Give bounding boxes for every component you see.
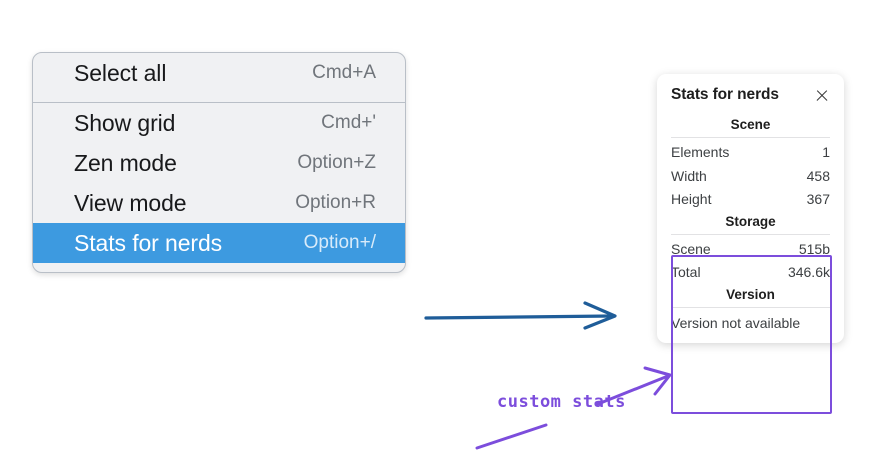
stat-key: Elements: [671, 144, 730, 160]
menu-item-label: Stats for nerds: [74, 229, 223, 256]
stats-for-nerds-panel: Stats for nerds Scene Elements 1 Width 4…: [657, 74, 844, 343]
section-divider: [671, 233, 830, 235]
stats-section-storage: Storage Scene 515b Total 346.6k: [671, 212, 830, 285]
menu-group-1: Select all Cmd+A: [33, 53, 405, 93]
menu-item-label: Zen mode: [74, 149, 177, 176]
stats-panel-header: Stats for nerds: [671, 86, 830, 104]
menu-item-zen-mode[interactable]: Zen mode Option+Z: [33, 143, 405, 183]
stat-value: 515b: [798, 240, 830, 257]
stat-row: Width 458: [671, 165, 830, 189]
stat-row: Scene 515b: [671, 238, 830, 262]
stat-value: 1: [822, 144, 830, 160]
menu-item-label: View mode: [74, 189, 187, 216]
section-title: Scene: [730, 117, 771, 132]
menu-item-shortcut: Option+/: [303, 232, 376, 253]
close-icon[interactable]: [814, 87, 830, 103]
stat-value: 458: [806, 167, 830, 184]
menu-item-shortcut: Cmd+A: [312, 62, 376, 83]
menu-item-label: Select all: [74, 59, 167, 86]
stat-row: Height 367: [671, 188, 830, 212]
stat-value: 367: [806, 191, 830, 207]
stats-panel-title: Stats for nerds: [671, 86, 779, 103]
menu-item-shortcut: Option+Z: [297, 152, 376, 173]
section-divider: [671, 306, 830, 308]
stat-row: Elements 1: [671, 141, 830, 165]
stat-key: Width: [671, 167, 707, 184]
stat-key: Total: [671, 264, 701, 280]
stat-key: Scene: [671, 240, 711, 257]
menu-item-select-all[interactable]: Select all Cmd+A: [33, 53, 405, 93]
stat-value: 346.6k: [787, 264, 830, 280]
section-title: Version: [726, 286, 775, 302]
version-note: Version not available: [671, 314, 801, 331]
menu-item-show-grid[interactable]: Show grid Cmd+': [33, 103, 405, 143]
menu-separator: [33, 102, 405, 103]
stats-section-version: Version Version not available: [671, 285, 830, 332]
menu-item-view-mode[interactable]: View mode Option+R: [33, 183, 405, 223]
menu-item-shortcut: Option+R: [295, 192, 376, 213]
section-divider: [671, 137, 830, 138]
stat-key: Height: [671, 191, 712, 207]
purple-underline-stroke: [475, 423, 548, 450]
menu-group-2: Show grid Cmd+' Zen mode Option+Z View m…: [33, 103, 405, 263]
blue-arrow-icon: [424, 301, 617, 330]
menu-item-shortcut: Cmd+': [321, 112, 376, 133]
context-menu[interactable]: Select all Cmd+A Show grid Cmd+' Zen mod…: [32, 52, 406, 273]
menu-item-label: Show grid: [74, 109, 176, 136]
section-title: Storage: [725, 213, 776, 229]
menu-item-stats-for-nerds[interactable]: Stats for nerds Option+/: [33, 223, 405, 263]
stats-section-scene: Scene Elements 1 Width 458 Height 367: [671, 115, 830, 212]
stat-row: Total 346.6k: [671, 261, 830, 285]
annotation-custom-stats-label: custom stats: [497, 392, 626, 412]
